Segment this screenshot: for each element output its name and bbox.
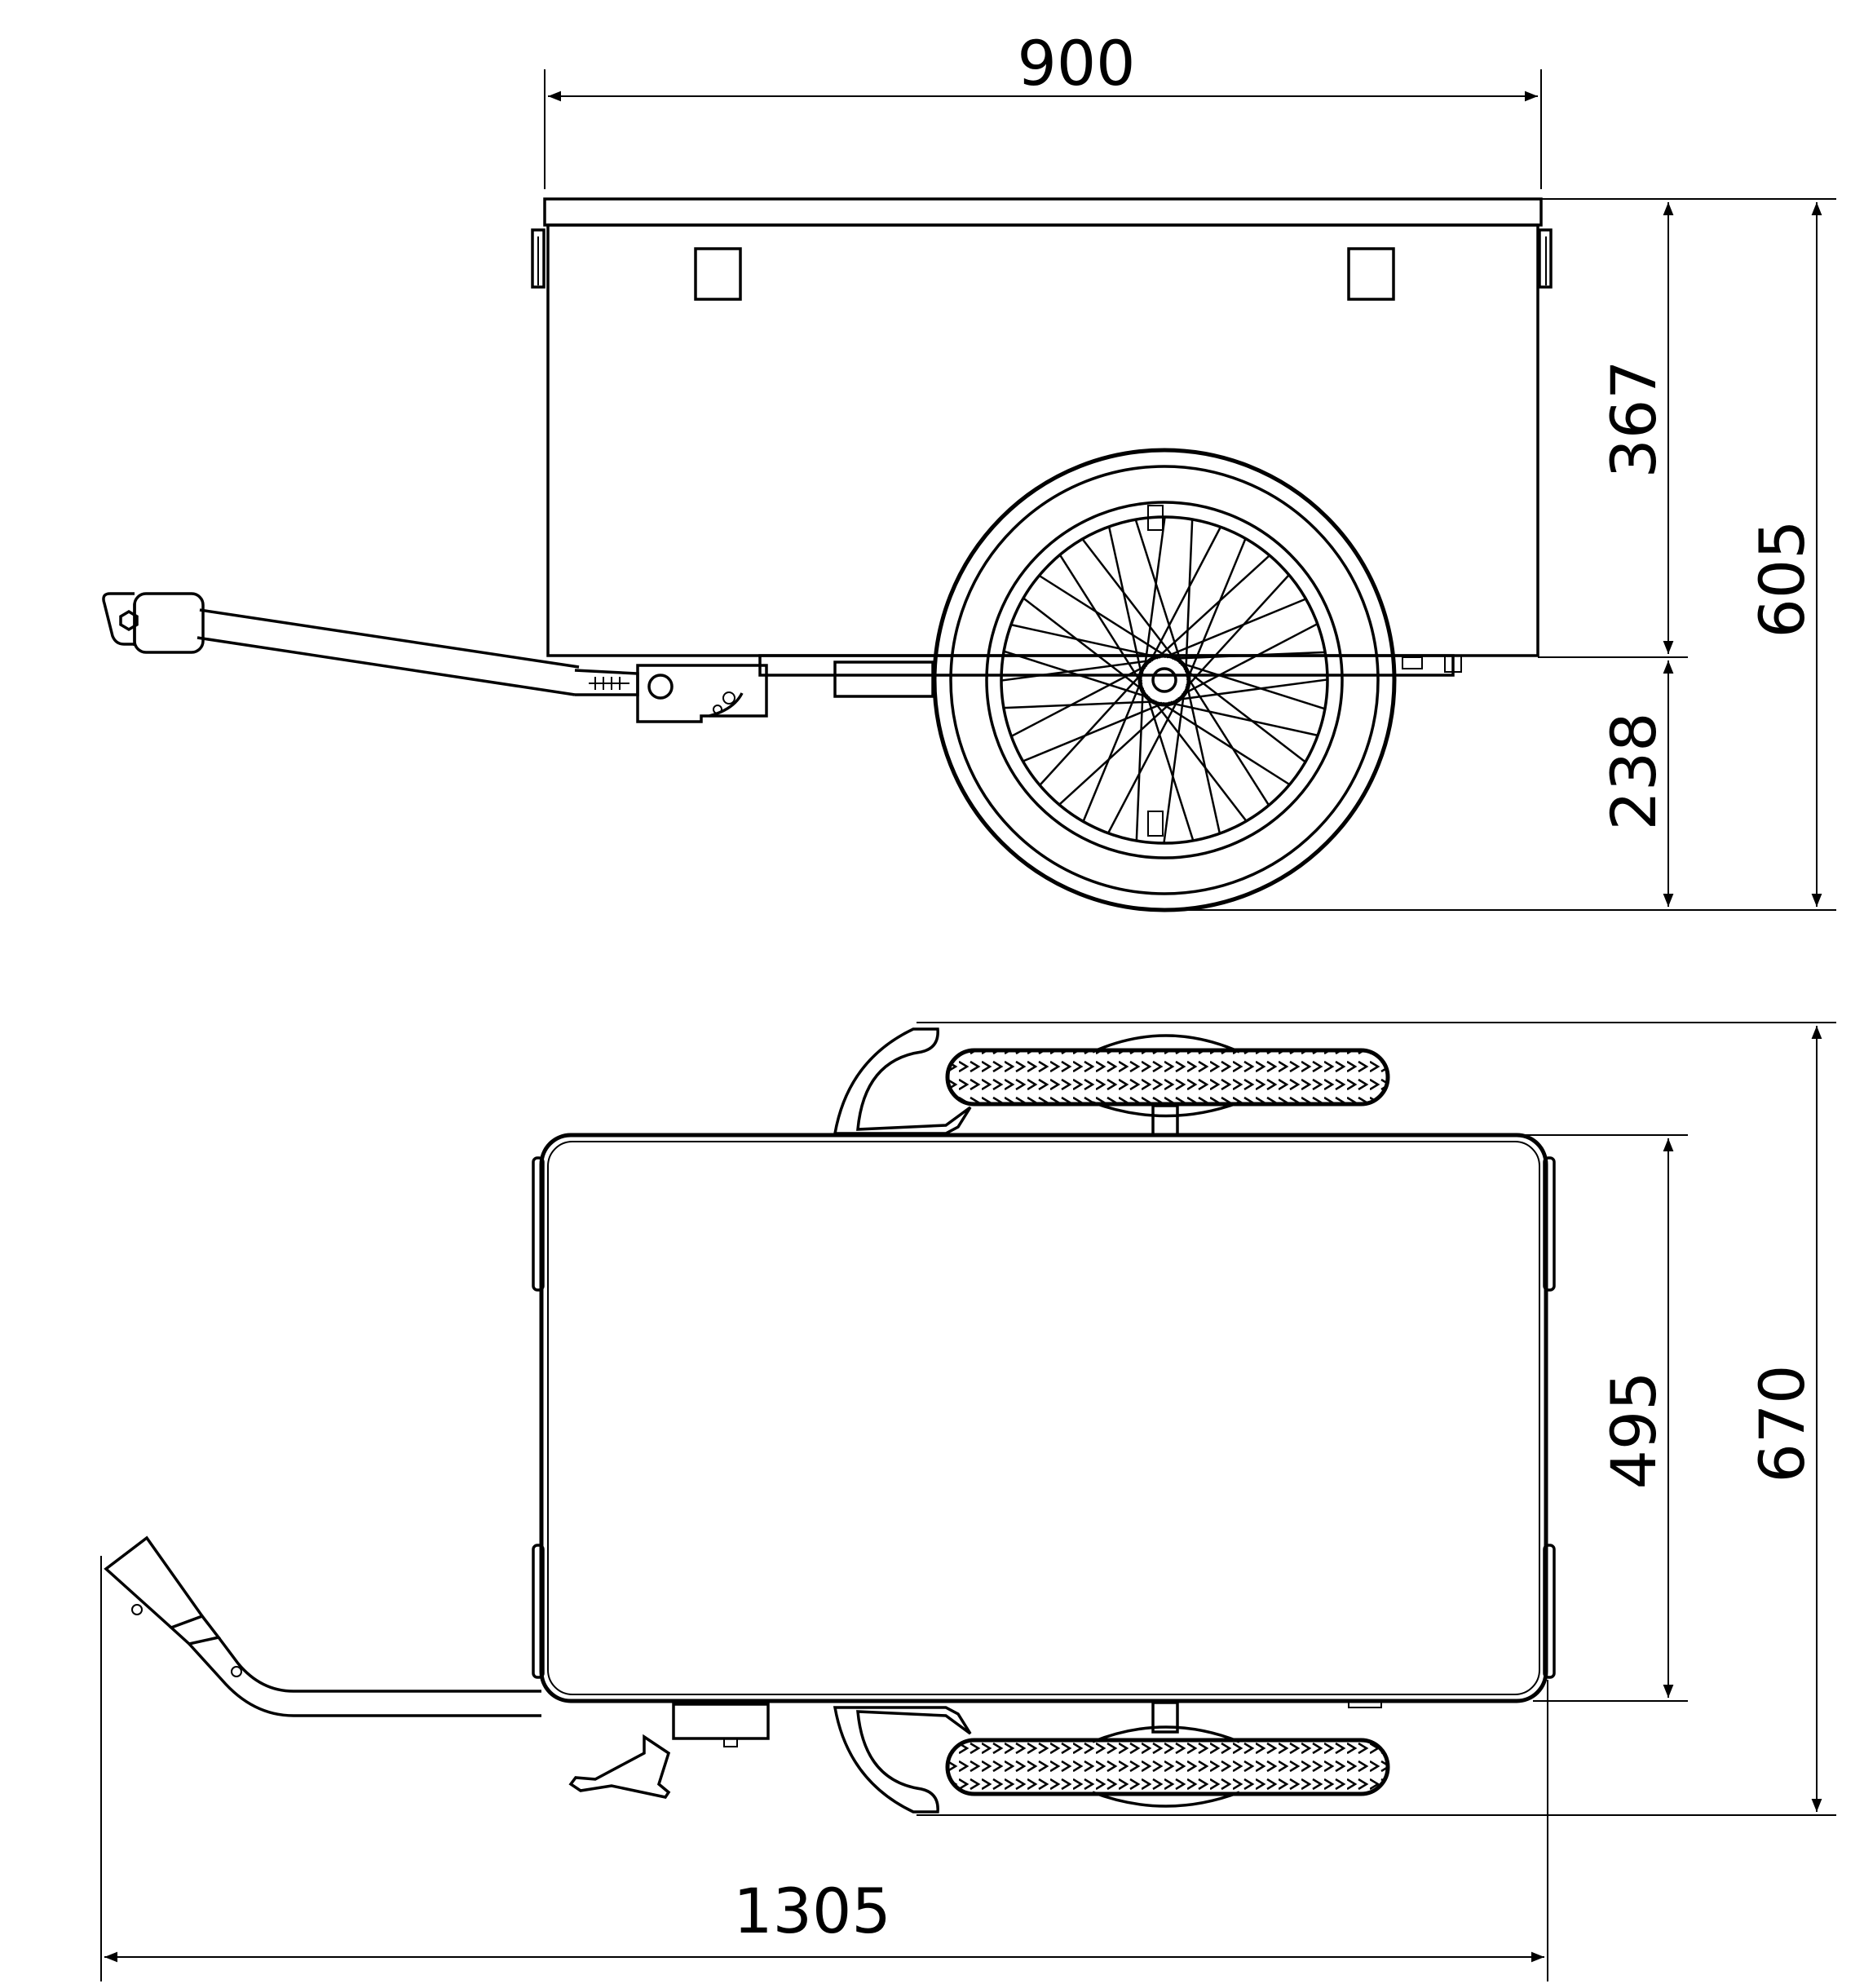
wheel-spoke	[1010, 623, 1161, 659]
wheel-spoke	[1164, 598, 1306, 659]
wheel-spoke	[1058, 700, 1173, 806]
wheel-spoke	[1155, 554, 1270, 660]
wheel-spoke	[1172, 651, 1326, 660]
dim-side-box-length: 900	[1017, 27, 1135, 99]
dim-side-box-height: 367	[1597, 360, 1670, 478]
box-latch-right	[1538, 228, 1553, 289]
wheel-spokes	[1000, 516, 1328, 844]
wheel-spoke	[1003, 700, 1157, 709]
fender-bottom	[833, 1706, 972, 1813]
wheel-spoke	[1135, 687, 1144, 842]
dim-side-total-height: 605	[1746, 519, 1818, 638]
hitch-coupling-icon	[636, 664, 768, 723]
frame-bracket	[833, 660, 934, 698]
wheel-spoke	[1159, 701, 1291, 786]
wheel-spoke	[1186, 675, 1270, 806]
box-latch-left	[531, 228, 546, 289]
wheel-spoke	[1168, 701, 1318, 737]
frame-rail	[758, 654, 1455, 677]
tow-bar-icon	[104, 1535, 541, 1717]
side-view-dimensions: 900 367 238 605	[544, 27, 1836, 911]
box-top-latch-2	[532, 1544, 545, 1679]
wheel-spoke	[1148, 526, 1222, 664]
wheel-spoke	[1152, 699, 1248, 822]
wheel-spoke	[1038, 574, 1169, 659]
wheel-spoke	[1185, 519, 1194, 673]
wheel-spoke	[1107, 526, 1143, 677]
box-handle-left	[694, 247, 742, 301]
wheel-spoke	[1081, 538, 1177, 661]
bicycle-wheel-icon	[932, 448, 1397, 912]
side-view	[102, 197, 1553, 912]
wheel-spoke	[1023, 701, 1165, 762]
box-top-latch-4	[1543, 1544, 1556, 1679]
wheel-spoke	[1175, 678, 1328, 701]
box-lid-side	[543, 197, 1543, 227]
box-top-latch-1	[532, 1156, 545, 1292]
wheel-spoke	[1185, 574, 1290, 689]
hitch-mount-top-view	[672, 1703, 770, 1740]
wheel-spoke	[1058, 554, 1143, 685]
wheel-spoke	[1023, 597, 1146, 692]
axle-bottom	[1151, 1701, 1179, 1734]
hitch-coupling-icon	[568, 1734, 671, 1799]
wheel-spoke	[1010, 664, 1148, 738]
fender-top	[833, 1027, 972, 1135]
wheel-spoke	[1178, 661, 1326, 710]
wheel-spoke	[1003, 650, 1151, 699]
wheel-spoke	[1183, 668, 1306, 763]
box-top-latch-3	[1543, 1156, 1556, 1292]
wheel-spoke	[1186, 538, 1247, 681]
box-handle-right	[1347, 247, 1395, 301]
wheel-spoke	[1082, 679, 1143, 822]
wheel-spoke	[1181, 622, 1318, 696]
tow-bar-icon	[102, 592, 639, 696]
dim-top-box-width: 495	[1597, 1371, 1670, 1489]
box-top	[539, 1133, 1548, 1703]
wheel-spoke	[1106, 696, 1181, 834]
dim-top-total-length: 1305	[733, 1875, 890, 1947]
wheel-spoke	[1039, 671, 1144, 786]
wheel-spoke	[1146, 694, 1195, 842]
wheel-spoke	[1000, 659, 1154, 682]
axle-top	[1151, 1104, 1179, 1137]
wheel-spoke	[1134, 519, 1183, 666]
top-view-dimensions: 495 670 1305	[100, 1022, 1836, 1981]
wheel-spoke	[1186, 683, 1221, 834]
dim-top-total-width: 670	[1746, 1364, 1818, 1482]
wheel-spoke	[1143, 516, 1166, 669]
dim-side-ground-clearance: 238	[1597, 712, 1670, 830]
top-view	[104, 1027, 1556, 1813]
wheel-spoke	[1163, 691, 1186, 844]
tire-tread-icon	[945, 1034, 1390, 1808]
